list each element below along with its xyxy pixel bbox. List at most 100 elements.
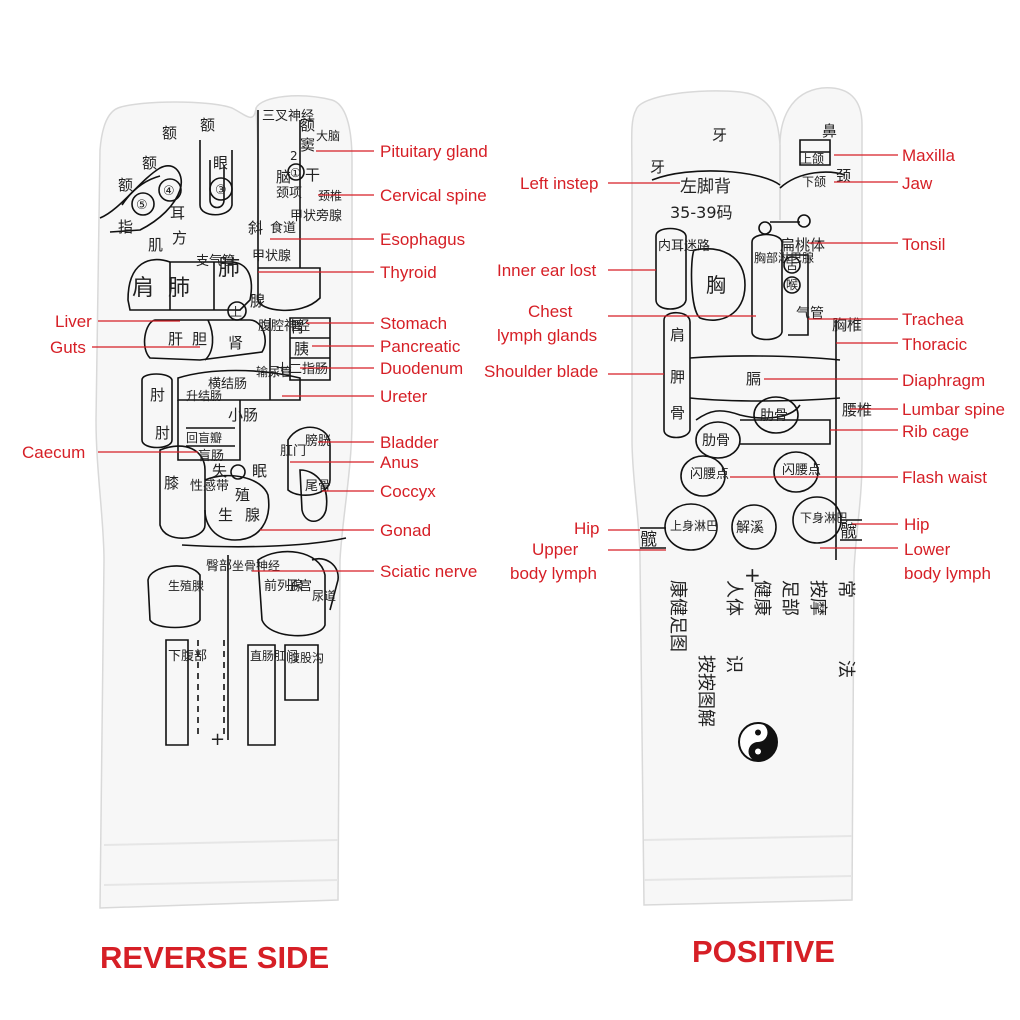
svg-text:食道: 食道 <box>270 220 296 236</box>
svg-text:③: ③ <box>215 183 227 198</box>
label-esophagus: Esophagus <box>380 230 465 249</box>
svg-text:胸椎: 胸椎 <box>832 316 862 334</box>
svg-text:腹腔神经: 腹腔神经 <box>258 318 310 334</box>
label-duodenum: Duodenum <box>380 359 463 378</box>
label-left-instep: Left instep <box>520 174 598 193</box>
svg-text:肝: 肝 <box>168 330 183 348</box>
positive-labels-right: Maxilla Jaw Tonsil Trachea Thoracic Diap… <box>902 146 1005 583</box>
svg-text:康健足图: 康健足图 <box>667 580 688 652</box>
svg-text:坐骨神经: 坐骨神经 <box>232 559 280 573</box>
svg-text:脑: 脑 <box>276 168 291 186</box>
svg-text:按摩: 按摩 <box>807 580 828 616</box>
svg-text:左脚背: 左脚背 <box>680 177 731 197</box>
svg-text:胃: 胃 <box>290 318 305 336</box>
svg-text:足部: 足部 <box>779 580 800 616</box>
svg-text:气管: 气管 <box>796 306 824 322</box>
svg-text:大脑: 大脑 <box>316 129 340 143</box>
label-tonsil: Tonsil <box>902 235 945 254</box>
svg-text:直肠肛门: 直肠肛门 <box>250 648 298 663</box>
svg-text:常: 常 <box>835 580 856 598</box>
label-hip-right: Hip <box>904 515 930 534</box>
svg-text:肩: 肩 <box>132 276 154 301</box>
svg-text:腺: 腺 <box>245 506 260 524</box>
label-caecum: Caecum <box>22 443 85 462</box>
svg-text:肘: 肘 <box>150 386 165 404</box>
label-trachea: Trachea <box>902 310 964 329</box>
svg-text:2: 2 <box>290 149 298 163</box>
reverse-labels-right: Pituitary gland Cervical spine Esophagus… <box>380 142 488 581</box>
svg-text:人体: 人体 <box>723 580 744 616</box>
positive-chinese-text: 牙 牙 左脚背 35-39码 鼻 上颌 下颌 颈 扁桃体 内耳迷路 胸 胸部淋巴… <box>640 122 872 587</box>
svg-text:上: 上 <box>230 305 242 319</box>
svg-text:识: 识 <box>723 655 744 673</box>
svg-text:膈: 膈 <box>746 370 761 388</box>
caption-positive: POSITIVE <box>692 934 835 969</box>
svg-text:肋骨: 肋骨 <box>760 408 788 424</box>
svg-text:肛门: 肛门 <box>280 444 306 459</box>
svg-text:下腹部: 下腹部 <box>168 648 207 664</box>
svg-text:盲肠: 盲肠 <box>198 448 224 464</box>
label-lumbar-spine: Lumbar spine <box>902 400 1005 419</box>
svg-text:内耳迷路: 内耳迷路 <box>658 238 710 254</box>
label-coccyx: Coccyx <box>380 482 436 501</box>
svg-text:额: 额 <box>300 116 315 134</box>
svg-text:牙: 牙 <box>712 126 727 144</box>
svg-text:眠: 眠 <box>252 462 267 480</box>
svg-text:喉: 喉 <box>786 278 798 292</box>
svg-text:失: 失 <box>212 462 227 480</box>
reverse-sock: 额 额 额 额 眼 ③ ④ ⑤ 耳 指 三叉神经 额 窦 大脑 ① 2 干 脑 … <box>22 95 488 909</box>
svg-text:子宫: 子宫 <box>286 579 312 594</box>
svg-text:前列腺: 前列腺 <box>264 578 303 594</box>
svg-text:腹股沟: 腹股沟 <box>288 651 324 665</box>
svg-text:臀部: 臀部 <box>206 559 232 574</box>
label-guts: Guts <box>50 338 86 357</box>
label-chest: Chest <box>528 302 573 321</box>
svg-text:肺: 肺 <box>168 276 190 301</box>
label-maxilla: Maxilla <box>902 146 955 165</box>
svg-text:上颌: 上颌 <box>800 151 824 166</box>
label-bladder: Bladder <box>380 433 439 452</box>
label-jaw: Jaw <box>902 174 933 193</box>
svg-text:殖: 殖 <box>235 486 250 504</box>
label-pancreatic: Pancreatic <box>380 337 461 356</box>
svg-text:腰椎: 腰椎 <box>842 401 872 419</box>
svg-text:肘: 肘 <box>155 424 170 442</box>
svg-text:干: 干 <box>305 166 320 184</box>
svg-text:颈: 颈 <box>836 167 851 185</box>
svg-text:额: 额 <box>200 116 215 134</box>
svg-text:肺: 肺 <box>218 256 240 281</box>
svg-text:解溪: 解溪 <box>736 520 764 536</box>
svg-text:闪腰点: 闪腰点 <box>690 467 729 482</box>
svg-text:下颌: 下颌 <box>802 174 826 189</box>
label-lower: Lower <box>904 540 951 559</box>
label-cervical-spine: Cervical spine <box>380 186 487 205</box>
svg-text:小肠: 小肠 <box>228 406 258 424</box>
svg-text:扁桃体: 扁桃体 <box>780 236 825 254</box>
label-stomach: Stomach <box>380 314 447 333</box>
svg-text:髋: 髋 <box>840 522 857 542</box>
svg-text:额: 额 <box>162 124 177 142</box>
label-flash-waist: Flash waist <box>902 468 987 487</box>
svg-text:+: + <box>744 563 761 587</box>
svg-text:三叉神经: 三叉神经 <box>262 109 314 124</box>
svg-text:舌: 舌 <box>786 258 798 272</box>
svg-text:指: 指 <box>118 218 133 236</box>
label-pituitary-gland: Pituitary gland <box>380 142 488 161</box>
positive-labels-left: Left instep Inner ear lost Chest lymph g… <box>484 174 600 583</box>
svg-text:眼: 眼 <box>213 154 228 172</box>
svg-text:胆: 胆 <box>192 330 207 348</box>
svg-text:颈项: 颈项 <box>276 186 302 201</box>
positive-sock: 牙 牙 左脚背 35-39码 鼻 上颌 下颌 颈 扁桃体 内耳迷路 胸 胸部淋巴… <box>484 87 1005 906</box>
label-shoulder-blade: Shoulder blade <box>484 362 598 381</box>
svg-text:十二指肠: 十二指肠 <box>276 362 328 377</box>
caption-reverse-side: REVERSE SIDE <box>100 940 329 975</box>
label-lower-body-lymph: body lymph <box>904 564 991 583</box>
svg-text:+: + <box>210 729 225 750</box>
yin-yang-icon <box>738 722 778 762</box>
label-thyroid: Thyroid <box>380 263 437 282</box>
reverse-pointers <box>92 150 374 572</box>
svg-text:斜: 斜 <box>248 219 263 237</box>
svg-text:上身淋巴: 上身淋巴 <box>670 518 718 533</box>
svg-text:生殖腺: 生殖腺 <box>168 578 204 593</box>
